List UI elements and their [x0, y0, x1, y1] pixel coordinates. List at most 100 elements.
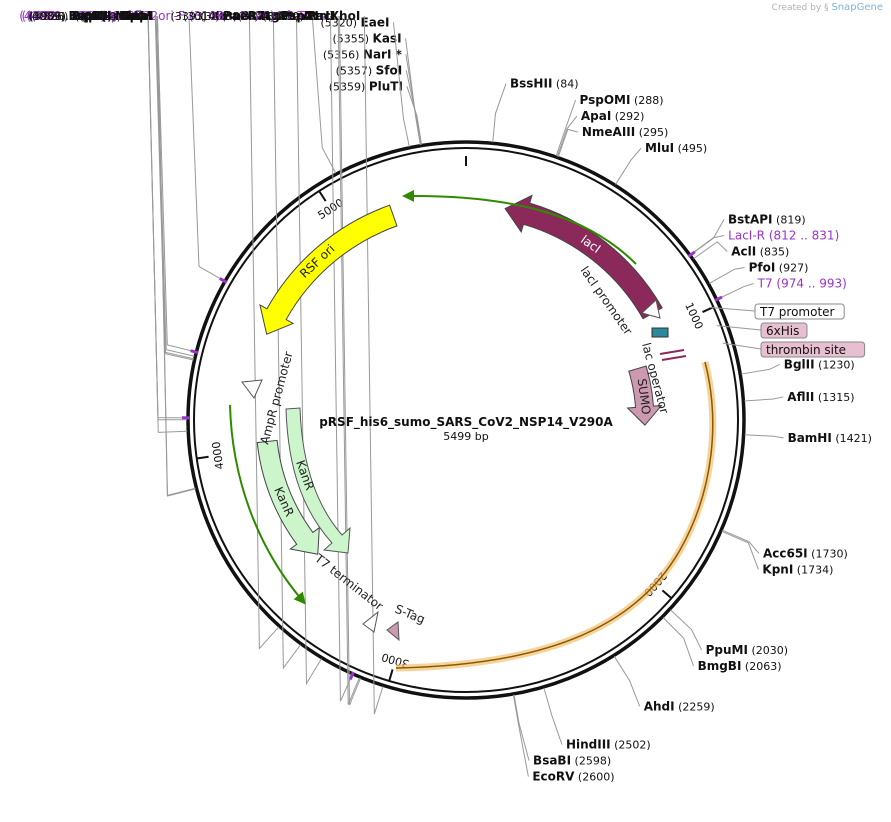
laci-promoter-arrow: [641, 299, 661, 319]
site-bsai[interactable]: (3305) BsaI: [200, 9, 301, 670]
primer-mark: [687, 250, 696, 258]
site-label-part: -: [108, 10, 119, 23]
site-xmai[interactable]: (3906) TspMI - XmaI: [29, 9, 196, 497]
site-clai[interactable]: (4089) BspDI - ClaI: [28, 9, 188, 433]
site-label: (4332 .. 4349) L4440: [27, 9, 154, 23]
site-ecorv[interactable]: EcoRV (2600): [512, 694, 615, 784]
site-label-part: (5074): [238, 10, 278, 23]
tick-4000: [196, 455, 209, 460]
site-agei[interactable]: (3226) AgeI: [222, 9, 322, 686]
lac-operator-box: [651, 327, 669, 338]
site-label-part: (295): [635, 126, 668, 139]
site-label-part: SphI: [121, 9, 151, 23]
feature-rsf-ori[interactable]: RSF ori: [259, 204, 398, 335]
t7-terminator-arrow: [362, 610, 379, 633]
site-ppumi[interactable]: PpuMI (2030): [670, 609, 788, 657]
site-label: (4326) BspQI - SapI: [32, 9, 152, 23]
site-leader-line: [543, 687, 563, 745]
site-label-part: -: [319, 10, 330, 23]
site-label-part: BssHII: [510, 77, 552, 91]
site-label-part: (5359): [329, 80, 369, 93]
site-nrui[interactable]: (4125) NruI: [75, 9, 188, 421]
site-label-part: (2030): [748, 644, 788, 657]
site-label: Acc65I (1730): [763, 546, 848, 560]
site-leader-line: [693, 241, 728, 260]
site-pluti[interactable]: (5359) PluTI: [329, 79, 423, 145]
site-l4440[interactable]: (4332 .. 4349) L4440: [27, 9, 199, 355]
site-leader-line: [556, 115, 578, 157]
site-sfoi[interactable]: (5357) SfoI: [336, 63, 422, 145]
box-leader-line: [709, 306, 756, 312]
site-bsshii[interactable]: BssHII (84): [492, 77, 579, 143]
site-sphi[interactable]: (4314) SphI: [81, 9, 194, 361]
site-kpni[interactable]: KpnI (1734): [721, 530, 834, 576]
site-acli[interactable]: AclI (835): [693, 241, 790, 260]
site-bstapi[interactable]: BstAPI (819): [690, 213, 806, 255]
credit-badge[interactable]: Created by § SnapGene: [772, 2, 883, 13]
site-aflii[interactable]: AflII (1315): [744, 390, 854, 404]
site-label-part: AflII: [787, 390, 814, 404]
site-label-part: (1230): [815, 358, 855, 371]
site-nmeaiii[interactable]: NmeAIII (295): [557, 125, 668, 157]
site-label: (5355) KasI: [332, 31, 401, 45]
backbone-inner-ring: [193, 147, 739, 693]
site-mlui[interactable]: MluI (495): [615, 141, 708, 185]
primer-mark: [190, 349, 199, 355]
boxed-t7-promoter[interactable]: T7 promoter: [709, 303, 845, 320]
site-ahdi[interactable]: AhdI (2259): [613, 656, 715, 713]
feature-sumo[interactable]: SUMO: [626, 365, 663, 426]
site-leader-line: [311, 15, 337, 174]
site-leader-line: [248, 15, 280, 650]
site-t7[interactable]: T7 (974 .. 993): [714, 277, 847, 302]
site-label-part: (3093): [263, 10, 303, 23]
site-label-part: (5355): [332, 32, 372, 45]
site-label-part: BstAPI: [728, 213, 773, 227]
site-smai[interactable]: (3908) SmaI: [80, 9, 196, 496]
site-bglii[interactable]: BglII (1230): [741, 357, 855, 375]
site-label-part: (3014): [183, 10, 223, 23]
site-bsabi[interactable]: BsaBI (2598): [513, 694, 611, 768]
site-label: (3393) XmnI: [171, 9, 246, 23]
site-leader-line: [670, 609, 703, 651]
site-laci-r[interactable]: LacI-R (812 .. 831): [687, 229, 839, 258]
boxed-6xhis[interactable]: 6xHis: [716, 322, 808, 339]
site-leader-line: [272, 15, 301, 670]
site-acc65i[interactable]: Acc65I (1730): [722, 529, 848, 560]
site-label-part: -: [108, 10, 119, 23]
site-label-part: (495): [674, 142, 707, 155]
site-pfoi[interactable]: PfoI (927): [709, 261, 808, 284]
site-label: (3305) BsaI: [200, 9, 269, 23]
site-leader-line: [557, 128, 578, 157]
plasmid-name: pRSF_his6_sumo_SARS_CoV2_NSP14_V290A: [319, 415, 613, 430]
site-apai[interactable]: ApaI (292): [556, 109, 644, 157]
site-leader-line: [154, 15, 194, 361]
site-label: BamHI (1421): [788, 431, 872, 445]
boxed-thrombin[interactable]: thrombin site: [722, 341, 866, 358]
site-pbr322[interactable]: (4572 .. 4591) pBR322ori-F: [22, 9, 228, 284]
site-xhoi[interactable]: (3014) PaeR7I - PspXI - XhoI: [183, 9, 384, 715]
site-label-part: (3906): [29, 10, 69, 23]
site-t7term[interactable]: (3108 .. 3126) T7 Term: [189, 9, 355, 702]
site-leader-line: [157, 15, 196, 497]
site-pspomi[interactable]: PspOMI (288): [555, 93, 664, 157]
site-label: (5357) SfoI: [336, 63, 403, 77]
site-bmgbi[interactable]: BmgBI (2063): [662, 617, 782, 673]
site-label-part: NruI: [115, 9, 144, 23]
site-label-part: (3089): [267, 10, 307, 23]
site-hindiii[interactable]: HindIII (2502): [543, 687, 651, 752]
site-label-part: KpnI: [762, 562, 793, 576]
site-label-part: AhdI: [644, 699, 675, 713]
site-label-part: (84): [552, 78, 578, 91]
site-leader-line: [188, 15, 225, 282]
site-bamhi[interactable]: BamHI (1421): [744, 431, 872, 445]
site-xmni[interactable]: (3393) XmnI: [171, 9, 280, 650]
feature-laci[interactable]: lacI: [504, 194, 663, 320]
site-label-part: AfeI: [124, 9, 151, 23]
site-sapi[interactable]: (4326) BspQI - SapI: [32, 9, 195, 357]
site-label-part: AclI: [731, 245, 756, 259]
credit-brand: SnapGene: [831, 2, 883, 13]
site-afei[interactable]: (4318) AfeI: [84, 9, 194, 360]
kanr-inner-arrow: [285, 407, 351, 554]
site-xbai[interactable]: (5074) XbaI: [238, 9, 337, 174]
